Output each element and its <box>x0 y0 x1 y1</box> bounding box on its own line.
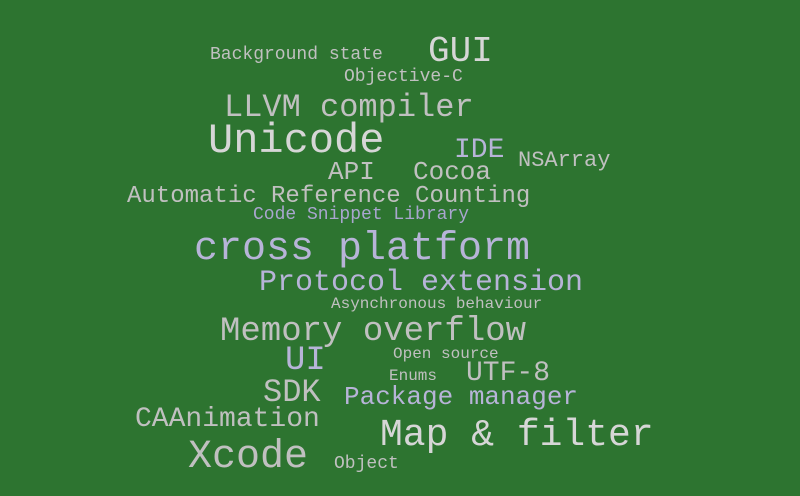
word-gui: GUI <box>428 31 493 72</box>
word-protocol-extension: Protocol extension <box>259 266 584 300</box>
word-xcode: Xcode <box>188 435 309 480</box>
word-map-filter: Map & filter <box>380 414 654 457</box>
word-api: API <box>328 157 375 187</box>
word-open-source: Open source <box>393 345 499 363</box>
word-background-state: Background state <box>210 45 383 65</box>
word-objective-c: Objective-C <box>344 67 463 87</box>
word-cross-platform: cross platform <box>194 227 531 272</box>
word-package-manager: Package manager <box>344 382 579 412</box>
word-sdk: SDK <box>263 374 321 411</box>
word-code-snippet-library: Code Snippet Library <box>253 205 470 225</box>
word-llvm-compiler: LLVM compiler <box>224 89 474 126</box>
word-ui: UI <box>285 342 326 380</box>
word-unicode: Unicode <box>208 117 385 165</box>
word-caanimation: CAAnimation <box>135 404 320 435</box>
word-asynchronous-behaviour: Asynchronous behaviour <box>331 295 543 313</box>
word-object: Object <box>334 454 399 474</box>
word-nsarray: NSArray <box>518 148 611 173</box>
word-cocoa: Cocoa <box>413 157 492 187</box>
word-utf-8: UTF-8 <box>466 358 551 389</box>
word-ide: IDE <box>454 135 505 166</box>
word-enums: Enums <box>389 367 438 385</box>
word-memory-overflow: Memory overflow <box>220 313 527 351</box>
word-automatic-reference-counting: Automatic Reference Counting <box>127 183 531 210</box>
